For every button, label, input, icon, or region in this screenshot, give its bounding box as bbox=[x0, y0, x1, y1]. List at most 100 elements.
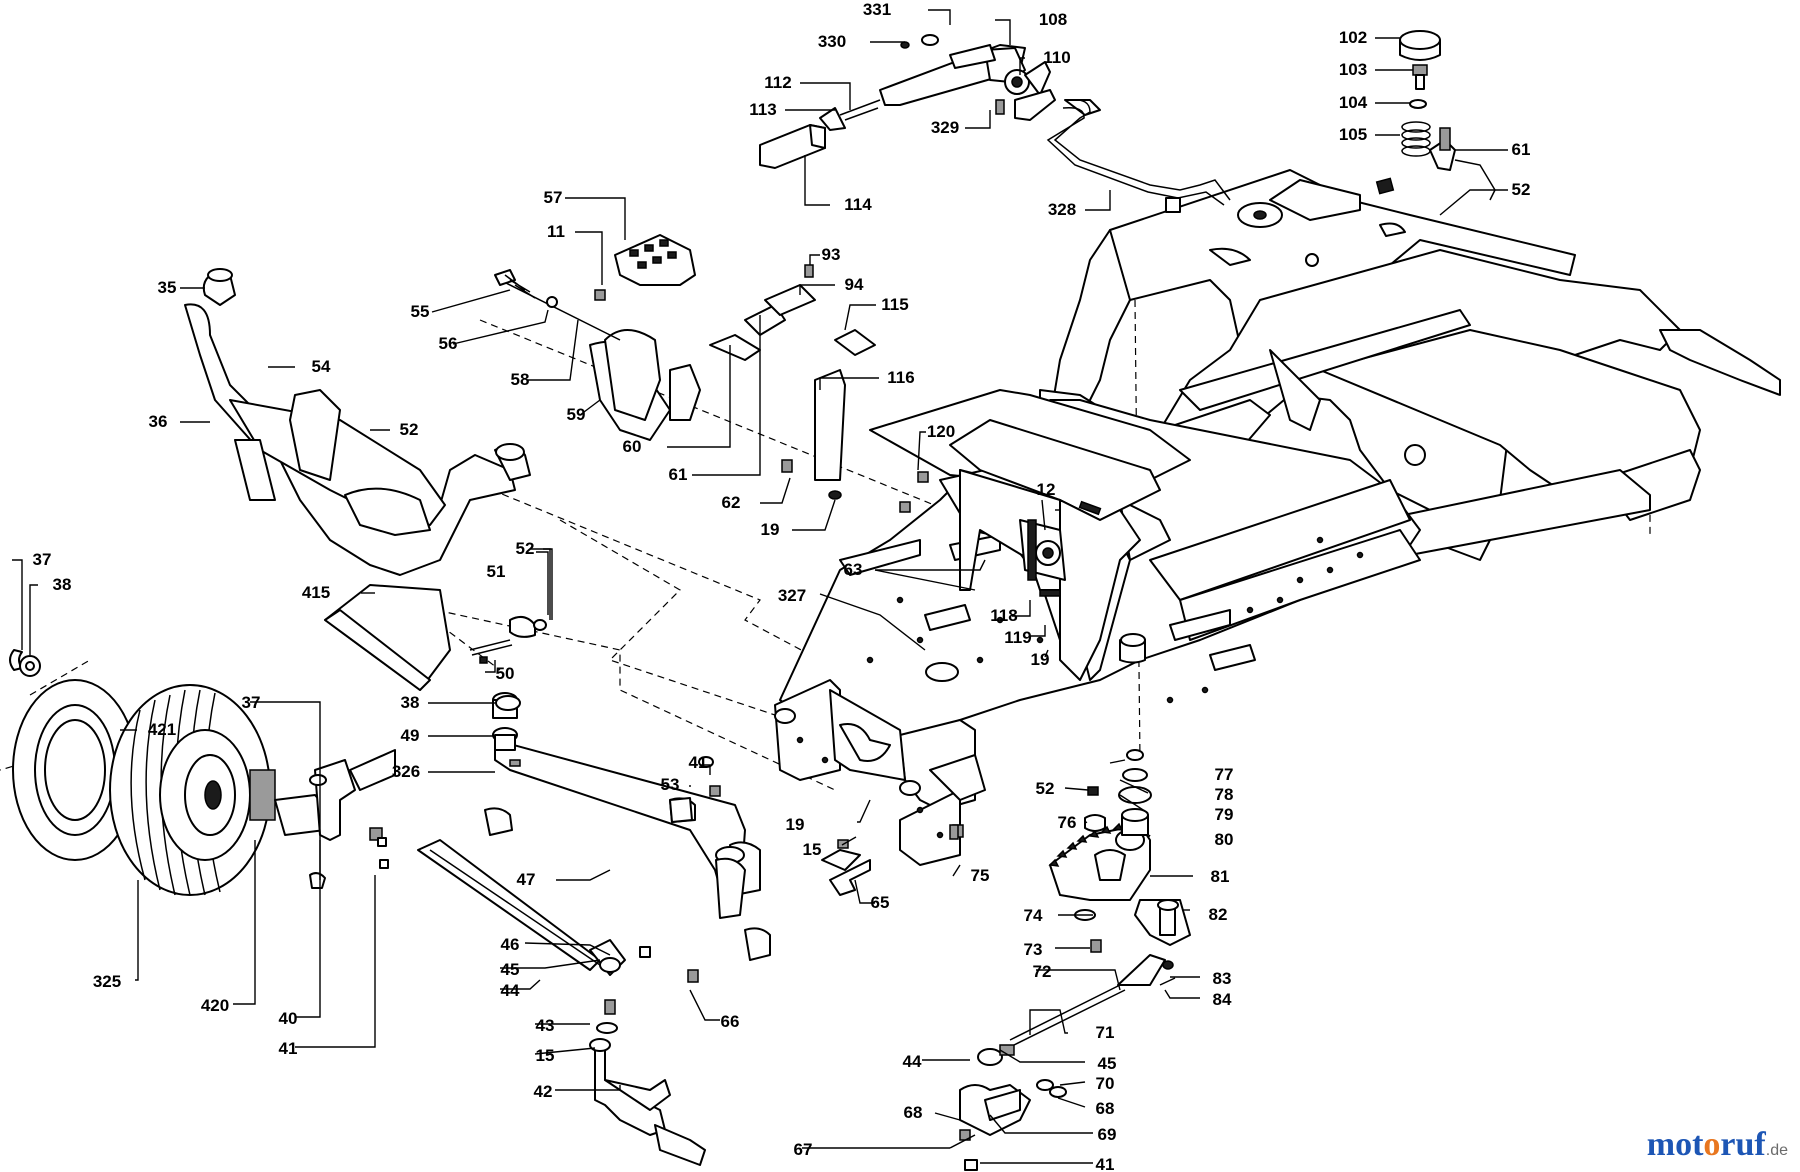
seat-spring-stack bbox=[1399, 30, 1441, 157]
front-wheel-and-tire bbox=[12, 679, 396, 896]
part-label-44-right: 44 bbox=[902, 1052, 922, 1071]
part-label-15-low: 15 bbox=[535, 1046, 555, 1065]
part-label-42: 42 bbox=[533, 1082, 553, 1101]
part-label-67: 67 bbox=[793, 1140, 813, 1159]
part-label-36: 36 bbox=[148, 412, 168, 431]
part-label-57: 57 bbox=[543, 188, 563, 207]
front-bumper bbox=[184, 268, 531, 576]
floor-holes bbox=[866, 536, 1364, 704]
part-label-69: 69 bbox=[1097, 1125, 1117, 1144]
part-label-120: 120 bbox=[926, 422, 956, 441]
part-label-77: 77 bbox=[1214, 765, 1234, 784]
part-label-49: 49 bbox=[400, 726, 420, 745]
part-label-113: 113 bbox=[749, 100, 777, 119]
front-bracket bbox=[774, 679, 986, 866]
part-label-420: 420 bbox=[200, 996, 230, 1015]
part-label-63: 63 bbox=[843, 560, 863, 579]
part-label-62: 62 bbox=[721, 493, 741, 512]
part-label-41-bottom: 41 bbox=[1095, 1155, 1115, 1172]
part-label-83: 83 bbox=[1212, 969, 1232, 988]
leader-lines bbox=[12, 9, 1508, 1164]
steering-gear bbox=[949, 820, 1191, 1171]
part-label-75: 75 bbox=[970, 866, 990, 885]
part-label-108: 108 bbox=[1038, 10, 1068, 29]
part-label-61-mid: 61 bbox=[668, 465, 688, 484]
part-label-51: 51 bbox=[486, 562, 506, 581]
part-label-55: 55 bbox=[410, 302, 430, 321]
part-label-74: 74 bbox=[1023, 906, 1043, 925]
part-label-68-right: 68 bbox=[1095, 1099, 1115, 1118]
part-label-47: 47 bbox=[516, 870, 536, 889]
part-label-79: 79 bbox=[1214, 805, 1234, 824]
part-label-53: 53 bbox=[660, 775, 680, 794]
part-label-58: 58 bbox=[510, 370, 530, 389]
part-label-105: 105 bbox=[1338, 125, 1368, 144]
part-label-330: 330 bbox=[817, 32, 847, 51]
part-label-43: 43 bbox=[535, 1016, 555, 1035]
steering-housing bbox=[949, 419, 1161, 681]
part-label-38-mid: 38 bbox=[400, 693, 420, 712]
brake-lever-assembly bbox=[759, 34, 1231, 213]
part-label-52-top: 52 bbox=[1511, 180, 1531, 199]
part-label-19-low: 19 bbox=[785, 815, 805, 834]
part-label-45-left: 45 bbox=[500, 960, 520, 979]
part-label-38-left: 38 bbox=[52, 575, 72, 594]
part-label-15-mid: 15 bbox=[802, 840, 822, 859]
part-label-119: 119 bbox=[1004, 628, 1032, 647]
part-label-37-mid: 37 bbox=[241, 693, 261, 712]
part-label-71: 71 bbox=[1095, 1023, 1115, 1042]
part-label-70: 70 bbox=[1095, 1074, 1115, 1093]
part-label-54: 54 bbox=[311, 357, 331, 376]
part-label-11: 11 bbox=[547, 222, 565, 241]
part-label-82: 82 bbox=[1208, 905, 1228, 924]
part-label-52-mid: 52 bbox=[515, 539, 535, 558]
part-label-19-mid: 19 bbox=[760, 520, 780, 539]
part-label-327: 327 bbox=[777, 586, 807, 605]
part-label-37-left: 37 bbox=[32, 550, 52, 569]
part-label-41-mid: 41 bbox=[688, 753, 708, 772]
part-label-41-left: 41 bbox=[278, 1039, 298, 1058]
part-label-118: 118 bbox=[990, 606, 1018, 625]
part-label-72: 72 bbox=[1032, 962, 1052, 981]
part-label-59: 59 bbox=[566, 405, 586, 424]
part-label-78: 78 bbox=[1214, 785, 1234, 804]
part-label-331: 331 bbox=[862, 0, 892, 19]
part-label-415: 415 bbox=[301, 583, 331, 602]
part-label-114: 114 bbox=[844, 195, 872, 214]
part-label-325: 325 bbox=[92, 972, 122, 991]
part-label-52-left: 52 bbox=[399, 420, 419, 439]
part-label-112: 112 bbox=[764, 73, 792, 92]
part-label-46: 46 bbox=[500, 935, 520, 954]
part-label-94: 94 bbox=[844, 275, 864, 294]
part-label-56: 56 bbox=[438, 334, 458, 353]
part-label-93: 93 bbox=[821, 245, 841, 264]
part-label-81: 81 bbox=[1210, 867, 1230, 886]
part-label-104: 104 bbox=[1338, 93, 1368, 112]
part-label-76: 76 bbox=[1057, 813, 1077, 832]
part-label-103: 103 bbox=[1338, 60, 1368, 79]
part-label-110: 110 bbox=[1043, 48, 1071, 67]
part-label-12: 12 bbox=[1036, 480, 1056, 499]
part-label-115: 115 bbox=[881, 295, 909, 314]
part-label-40: 40 bbox=[278, 1009, 298, 1028]
watermark-logo: motoruf.de bbox=[1646, 1126, 1788, 1163]
part-label-19-right: 19 bbox=[1030, 650, 1050, 669]
part-label-68-left: 68 bbox=[903, 1103, 923, 1122]
part-label-84: 84 bbox=[1212, 990, 1232, 1009]
part-label-421: 421 bbox=[147, 720, 177, 739]
part-label-66: 66 bbox=[720, 1012, 740, 1031]
part-label-61-top: 61 bbox=[1511, 140, 1531, 159]
pedal-cluster bbox=[494, 234, 929, 513]
part-label-80: 80 bbox=[1214, 830, 1234, 849]
top-plate bbox=[1269, 127, 1496, 221]
step-plate bbox=[324, 584, 547, 691]
part-label-116: 116 bbox=[887, 368, 915, 387]
part-label-329: 329 bbox=[930, 118, 960, 137]
part-label-326: 326 bbox=[391, 762, 421, 781]
part-label-73: 73 bbox=[1023, 940, 1043, 959]
part-label-45-right: 45 bbox=[1097, 1054, 1117, 1073]
part-label-44-left: 44 bbox=[500, 981, 520, 1000]
part-label-50: 50 bbox=[495, 664, 515, 683]
